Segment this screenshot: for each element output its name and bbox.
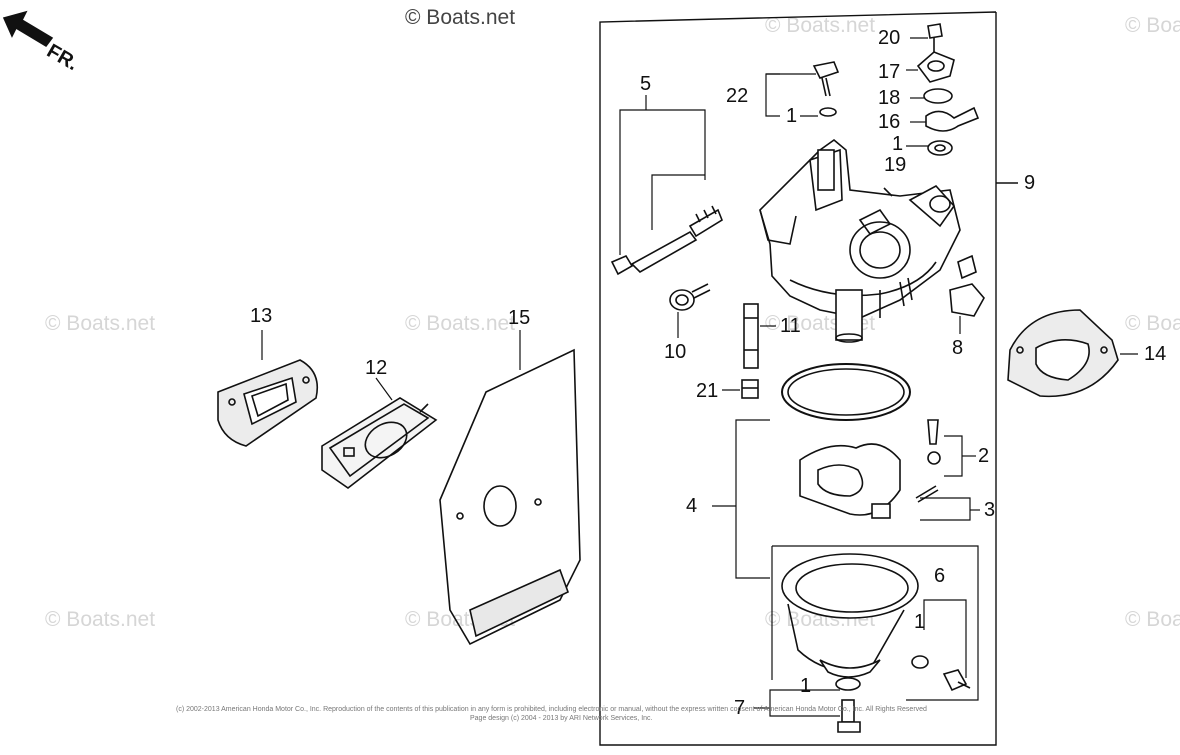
watermark-top: © Boats.net [405,6,516,29]
watermark: © Boats.net [1125,312,1180,335]
assembly-frame [599,11,997,746]
part-12-insulator [321,377,438,489]
float [799,443,901,519]
callout-16: 16 [878,111,901,133]
callout-1-top: 1 [892,133,904,155]
callout-2: 2 [978,445,990,467]
callout-13: 13 [250,305,273,327]
part-10-screw [669,283,711,338]
part-2-needle [927,419,976,477]
part-14-gasket [1007,309,1138,398]
watermark: © Boats.net [405,312,516,335]
copyright-line-1: (c) 2002-2013 American Honda Motor Co., … [176,706,927,713]
callout-4: 4 [686,495,698,517]
part-6-drain-bolt [911,599,971,692]
watermark: © Boats.net [1125,14,1180,37]
part-21-main-jet [722,379,759,399]
callout-15: 15 [508,307,531,329]
callout-3: 3 [984,499,996,521]
callout-19: 19 [884,154,907,176]
callout-12: 12 [365,357,388,379]
part-5-screw-set [610,95,723,276]
watermark: © Boats.net [1125,608,1180,631]
carburetor-body [759,138,961,343]
callout-11: 11 [780,315,801,337]
parts-throttle-stack [906,23,980,156]
part-11-nozzle [743,303,776,369]
float-chamber-gasket [781,363,911,421]
callout-22: 22 [726,85,749,107]
callout-18: 18 [878,87,901,109]
callout-20: 20 [878,27,901,49]
watermark: © Boats.net [45,312,156,335]
watermark: © Boats.net [45,608,156,631]
callout-8: 8 [952,337,964,359]
callout-1-washer: 1 [786,105,798,127]
float-chamber [771,545,979,701]
callout-1-bolt: 1 [800,675,812,697]
part-8-float-valve [949,254,985,334]
callout-17: 17 [878,61,901,83]
callout-9: 9 [1024,172,1036,194]
callout-21: 21 [696,380,719,402]
part-13-gasket [217,330,319,447]
part-3-float-pin [915,485,980,521]
front-direction-arrow-icon [2,10,54,48]
callout-10: 10 [664,341,687,363]
part-22-screw [765,61,840,117]
copyright-line-2: Page design (c) 2004 - 2013 by ARI Netwo… [470,715,653,722]
callout-7: 7 [734,697,746,719]
watermark: © Boats.net [765,14,876,37]
part-7-bolt [754,677,861,733]
callout-6: 6 [934,565,946,587]
part-15-plate [439,330,581,646]
callout-1-drain: 1 [914,611,926,633]
callout-14: 14 [1144,343,1167,365]
callout-5: 5 [640,73,652,95]
